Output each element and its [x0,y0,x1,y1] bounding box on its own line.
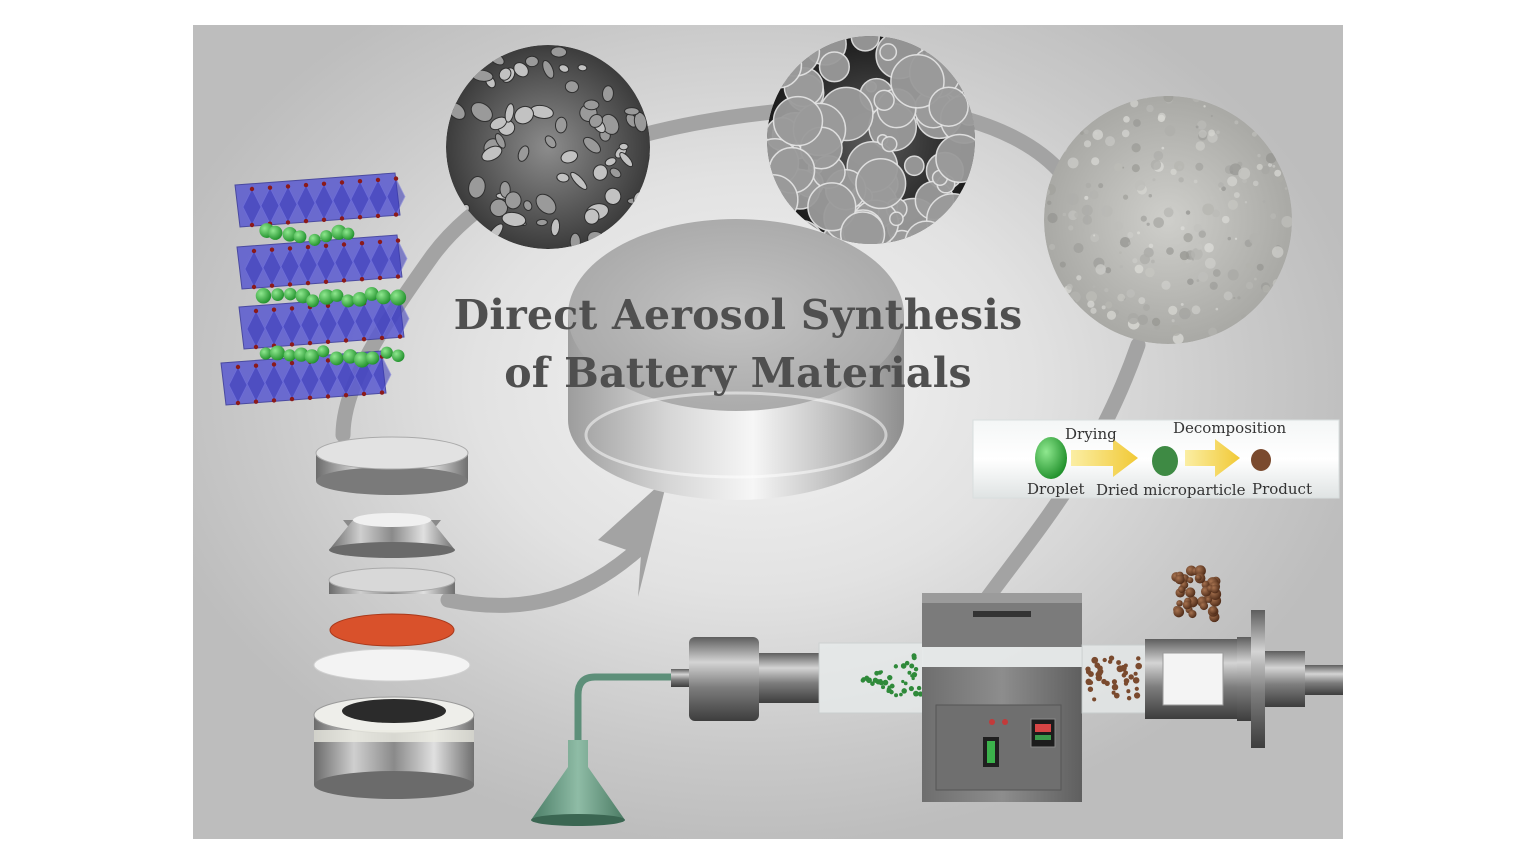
flow-arrow-2 [1185,439,1240,477]
title-line-1: Direct Aerosol Synthesis [453,291,1023,339]
big-coin-cell [568,219,904,500]
product-cluster [1171,565,1222,623]
aerosol-reactor [531,593,1343,826]
powder-photo [1044,96,1292,344]
separator-layer [329,613,455,647]
label-droplet: Droplet [1027,480,1085,498]
cell-base [313,696,475,799]
precursor-flask [531,740,625,826]
flange [1251,610,1265,748]
cell-cap [315,436,469,495]
temperature-controller [1030,718,1056,748]
process-strip [972,419,1340,499]
diagram-panel: Direct Aerosol Synthesis of Battery Mate… [193,25,1343,839]
title-line-2: of Battery Materials [504,349,972,397]
outlet-hose [1305,665,1343,695]
diagram-graphic [220,36,1343,826]
flow-arrow-1 [1071,439,1138,477]
product-particles [1085,655,1142,702]
droplet-icon [1035,437,1067,479]
atomizer-fitting [689,637,759,721]
feed-tube [574,673,673,773]
furnace [922,593,1082,802]
label-product: Product [1252,480,1312,498]
label-dried-microparticle: Dried microparticle [1096,481,1246,499]
membrane-layer [313,648,471,682]
dried-particle-icon [1152,446,1178,476]
crystal-structure [220,172,410,406]
label-drying: Drying [1065,425,1117,443]
glass-tube-inlet [818,642,925,714]
spacer-disc [328,567,456,594]
coin-cell-stack [313,436,475,799]
aerosol-spray [860,653,924,698]
product-icon [1251,449,1271,471]
coupling-nut [759,653,819,703]
label-decomposition: Decomposition [1173,419,1287,437]
spacer-cone [329,513,455,558]
cycle-arrowhead [598,477,668,597]
